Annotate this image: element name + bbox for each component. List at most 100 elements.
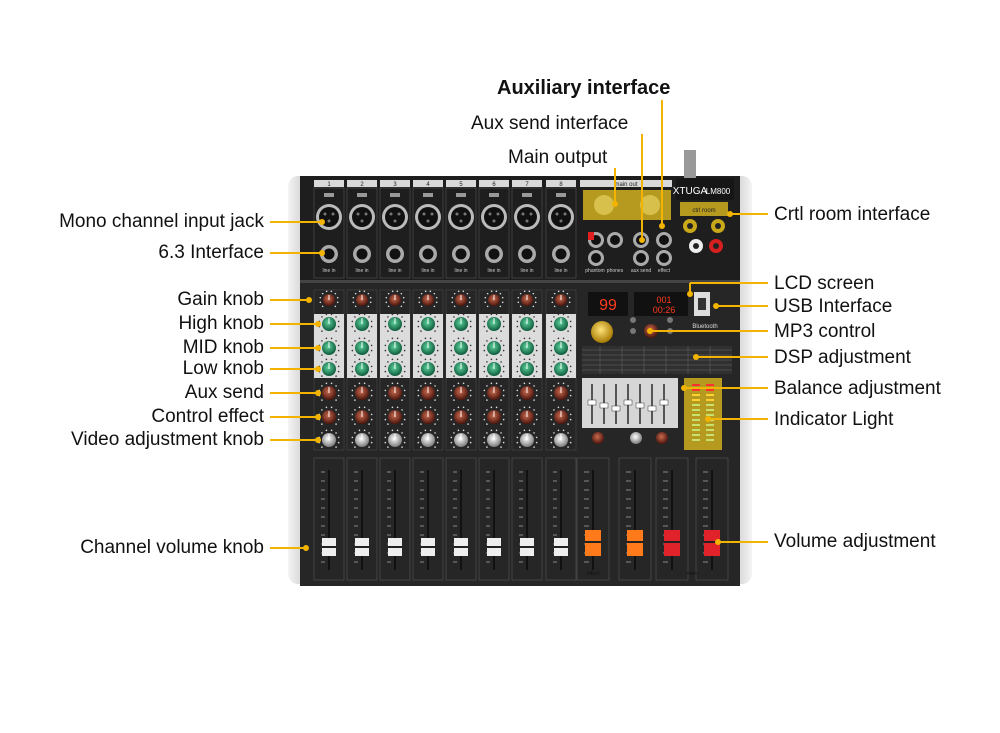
channel-number: 2: [360, 182, 364, 188]
knob-tick: [502, 325, 505, 328]
knob-tick: [469, 365, 472, 368]
knob-tick: [319, 296, 322, 299]
dsp-line: [696, 356, 768, 358]
knob-tick: [429, 337, 432, 340]
knob-tick: [551, 296, 554, 299]
channel-input-frame: [412, 187, 444, 279]
knob-tick: [330, 382, 333, 385]
knob-tick: [467, 316, 469, 318]
knob-tick: [436, 418, 439, 421]
master-fader-frame: [655, 457, 689, 581]
knob-tick: [532, 292, 535, 295]
knob-tick: [550, 320, 553, 323]
crtl-room-line: [730, 213, 768, 215]
knob-tick: [402, 296, 405, 299]
knob-tick: [516, 389, 519, 392]
knob-tick: [469, 394, 472, 397]
knob-tick: [368, 330, 370, 332]
master-fader-frame: [618, 457, 652, 581]
knob-tick: [335, 316, 337, 318]
xlr-pin: [559, 219, 563, 223]
label-aux-send-interface: Aux send interface: [471, 113, 629, 134]
fader-frame: [412, 457, 444, 581]
knob-tick: [467, 385, 469, 387]
knob-tick: [490, 358, 493, 361]
xlr-label: [390, 193, 400, 197]
knob-tick: [500, 375, 502, 377]
knob-tick: [370, 441, 373, 444]
knob-tick: [337, 441, 340, 444]
knob-tick: [457, 313, 460, 316]
master-fader-track: [711, 470, 713, 570]
knob-tick: [569, 441, 572, 444]
knob-tick: [516, 413, 519, 416]
knob-tick: [384, 365, 387, 368]
power-connector: [684, 150, 696, 178]
knob-tick: [337, 370, 340, 373]
knob-tick: [436, 441, 439, 444]
knob-tick: [523, 313, 526, 316]
knob-tick: [567, 446, 569, 448]
knob-tick: [417, 344, 420, 347]
indicator-led: [692, 404, 700, 406]
knob-tick: [436, 389, 439, 392]
knob-tick: [483, 365, 486, 368]
label-volume-adjustment: Volume adjustment: [774, 531, 936, 552]
knob-tick: [450, 349, 453, 352]
knob-tick: [370, 349, 373, 352]
main-out-left: [594, 195, 614, 215]
knob-tick: [500, 432, 502, 434]
xlr-label: [556, 193, 566, 197]
xlr-pin: [356, 212, 360, 216]
usb-line: [716, 305, 768, 307]
knob-tick: [467, 423, 469, 425]
rca-jack-inner: [715, 223, 721, 229]
rca-jack-inner: [693, 243, 699, 249]
knob-tick: [567, 354, 569, 356]
knob-tick: [370, 320, 373, 323]
knob-tick: [384, 418, 387, 421]
knob-tick: [528, 406, 531, 409]
knob-tick: [358, 382, 361, 385]
knob-tick: [436, 344, 439, 347]
knob-tick: [502, 320, 505, 323]
line-in-label: line in: [322, 268, 335, 274]
knob-tick: [550, 418, 553, 421]
channel-input-frame: [511, 187, 543, 279]
knob-tick: [453, 361, 455, 363]
mono-jack-line: [270, 221, 322, 223]
knob-tick: [420, 354, 422, 356]
aux-send-label: aux send: [631, 268, 652, 274]
knob-tick: [519, 340, 521, 342]
knob-tick: [532, 305, 535, 308]
knob-tick: [534, 301, 537, 304]
knob-tick: [434, 399, 436, 401]
fader-track: [394, 470, 396, 570]
knob-tick: [391, 290, 394, 293]
knob-tick: [321, 385, 323, 387]
phantom-led: [588, 232, 594, 240]
knob-tick: [354, 423, 356, 425]
knob-tick: [502, 349, 505, 352]
indicator-led: [706, 394, 714, 396]
knob-tick: [352, 296, 355, 299]
knob-tick: [533, 385, 535, 387]
knob-tick: [368, 446, 370, 448]
knob-tick: [566, 292, 569, 295]
knob-tick: [569, 413, 572, 416]
knob-tick: [369, 296, 372, 299]
knob-tick: [457, 290, 460, 293]
knob-tick: [495, 358, 498, 361]
knob-tick: [358, 429, 361, 432]
knob-tick: [469, 370, 472, 373]
channel-tab: [546, 180, 576, 187]
knob-tick: [484, 296, 487, 299]
knob-tick: [403, 389, 406, 392]
knob-tick: [495, 313, 498, 316]
knob-tick: [401, 423, 403, 425]
fader-frame: [445, 457, 477, 581]
xlr-pin: [521, 212, 525, 216]
knob-tick: [500, 340, 502, 342]
knob-tick: [385, 301, 388, 304]
fader-frame: [379, 457, 411, 581]
